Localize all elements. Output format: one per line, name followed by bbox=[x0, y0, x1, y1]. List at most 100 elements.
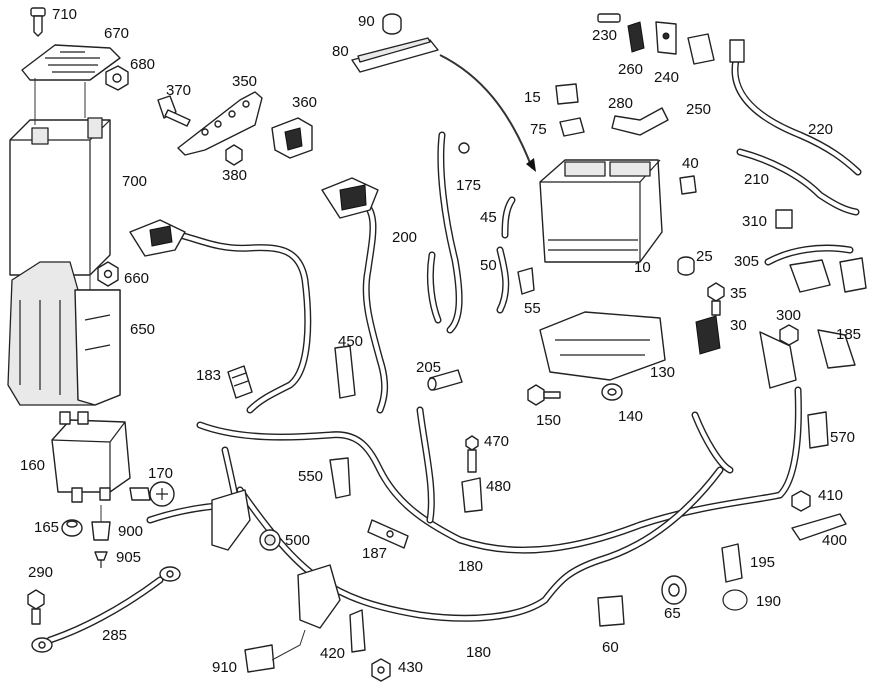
callout-480: 480 bbox=[486, 478, 511, 495]
cover-15 bbox=[555, 83, 579, 105]
grommet-25 bbox=[677, 256, 695, 276]
plug-905 bbox=[94, 551, 108, 568]
grommet-65 bbox=[661, 575, 687, 605]
plug-40 bbox=[679, 175, 697, 195]
callout-670: 670 bbox=[104, 25, 129, 42]
cable-200 bbox=[321, 177, 389, 414]
bracket-450 bbox=[334, 345, 356, 399]
callout-450: 450 bbox=[338, 333, 363, 350]
clip-60 bbox=[597, 595, 625, 627]
callout-905: 905 bbox=[116, 549, 141, 566]
callout-25: 25 bbox=[696, 248, 713, 265]
callout-350: 350 bbox=[232, 73, 257, 90]
grommet-165 bbox=[61, 519, 83, 537]
cap-900 bbox=[91, 505, 111, 541]
callout-187: 187 bbox=[362, 545, 387, 562]
cable-220 bbox=[729, 39, 862, 176]
callout-60: 60 bbox=[602, 639, 619, 656]
nut-380 bbox=[225, 144, 243, 166]
callout-55: 55 bbox=[524, 300, 541, 317]
cable-175 bbox=[426, 131, 470, 334]
clip-183 bbox=[227, 365, 253, 399]
bolt-370 bbox=[157, 95, 191, 127]
washer-140 bbox=[601, 383, 623, 401]
callout-35: 35 bbox=[730, 285, 747, 302]
clamp-190 bbox=[722, 589, 748, 611]
clip-360 bbox=[271, 117, 313, 159]
battery-10 bbox=[539, 159, 663, 263]
callout-910: 910 bbox=[212, 659, 237, 676]
callout-labels: 710 670 680 700 660 650 160 170 165 900 … bbox=[20, 6, 861, 676]
junction-block-910 bbox=[211, 489, 341, 673]
callout-470: 470 bbox=[484, 433, 509, 450]
nut-660 bbox=[97, 261, 119, 287]
callout-300: 300 bbox=[776, 307, 801, 324]
battery-tray-650 bbox=[7, 261, 121, 406]
bracket-350 bbox=[177, 91, 263, 156]
battery-700 bbox=[9, 117, 111, 276]
callout-205: 205 bbox=[416, 359, 441, 376]
nut-680 bbox=[105, 65, 129, 91]
callout-700: 700 bbox=[122, 173, 147, 190]
clip-187 bbox=[367, 519, 409, 549]
hold-down-clamp-670 bbox=[21, 44, 121, 81]
bracket-550 bbox=[329, 457, 351, 499]
nut-430 bbox=[371, 658, 391, 682]
callout-240: 240 bbox=[654, 69, 679, 86]
connector-260 bbox=[627, 21, 645, 53]
callout-500: 500 bbox=[285, 532, 310, 549]
bolt-150 bbox=[527, 384, 561, 406]
sensor-280 bbox=[611, 107, 669, 136]
callout-50: 50 bbox=[480, 257, 497, 274]
callout-280: 280 bbox=[608, 95, 633, 112]
callout-230: 230 bbox=[592, 27, 617, 44]
bolt-35 bbox=[707, 282, 725, 316]
callout-310: 310 bbox=[742, 213, 767, 230]
clip-55 bbox=[517, 267, 535, 295]
callout-290: 290 bbox=[28, 564, 53, 581]
clip-570 bbox=[807, 411, 829, 449]
vent-hose-45-50 bbox=[496, 196, 516, 314]
bracket-480 bbox=[461, 477, 483, 513]
callout-80: 80 bbox=[332, 43, 349, 60]
connector-250 bbox=[687, 33, 715, 65]
clip-310 bbox=[775, 209, 793, 229]
callout-380: 380 bbox=[222, 167, 247, 184]
sleeve-205 bbox=[427, 369, 463, 391]
wiring-harness-upper-left bbox=[129, 219, 312, 414]
callout-130: 130 bbox=[650, 364, 675, 381]
callout-90: 90 bbox=[358, 13, 375, 30]
callout-150: 150 bbox=[536, 412, 561, 429]
callout-305: 305 bbox=[734, 253, 759, 270]
callout-30: 30 bbox=[730, 317, 747, 334]
callout-660: 660 bbox=[124, 270, 149, 287]
callout-185: 185 bbox=[836, 326, 861, 343]
nut-410 bbox=[791, 490, 811, 512]
callout-900: 900 bbox=[118, 523, 143, 540]
callout-140: 140 bbox=[618, 408, 643, 425]
callout-430: 430 bbox=[398, 659, 423, 676]
callout-170: 170 bbox=[148, 465, 173, 482]
callout-420: 420 bbox=[320, 645, 345, 662]
callout-710: 710 bbox=[52, 6, 77, 23]
callout-570: 570 bbox=[830, 429, 855, 446]
nut-300 bbox=[779, 324, 799, 346]
callout-183: 183 bbox=[196, 367, 221, 384]
bracket-30 bbox=[695, 315, 721, 355]
bracket-420 bbox=[349, 609, 366, 653]
callout-175: 175 bbox=[456, 177, 481, 194]
relay-module-160 bbox=[51, 411, 131, 503]
callout-15: 15 bbox=[524, 89, 541, 106]
bolt-500 bbox=[259, 529, 281, 551]
callout-10: 10 bbox=[634, 259, 651, 276]
callout-250: 250 bbox=[686, 101, 711, 118]
callout-200: 200 bbox=[392, 229, 417, 246]
callout-650: 650 bbox=[130, 321, 155, 338]
callout-65: 65 bbox=[664, 605, 681, 622]
callout-75: 75 bbox=[530, 121, 547, 138]
cover-80 bbox=[351, 37, 439, 73]
callout-180-lower: 180 bbox=[466, 644, 491, 661]
callout-190: 190 bbox=[756, 593, 781, 610]
callout-195: 195 bbox=[750, 554, 775, 571]
